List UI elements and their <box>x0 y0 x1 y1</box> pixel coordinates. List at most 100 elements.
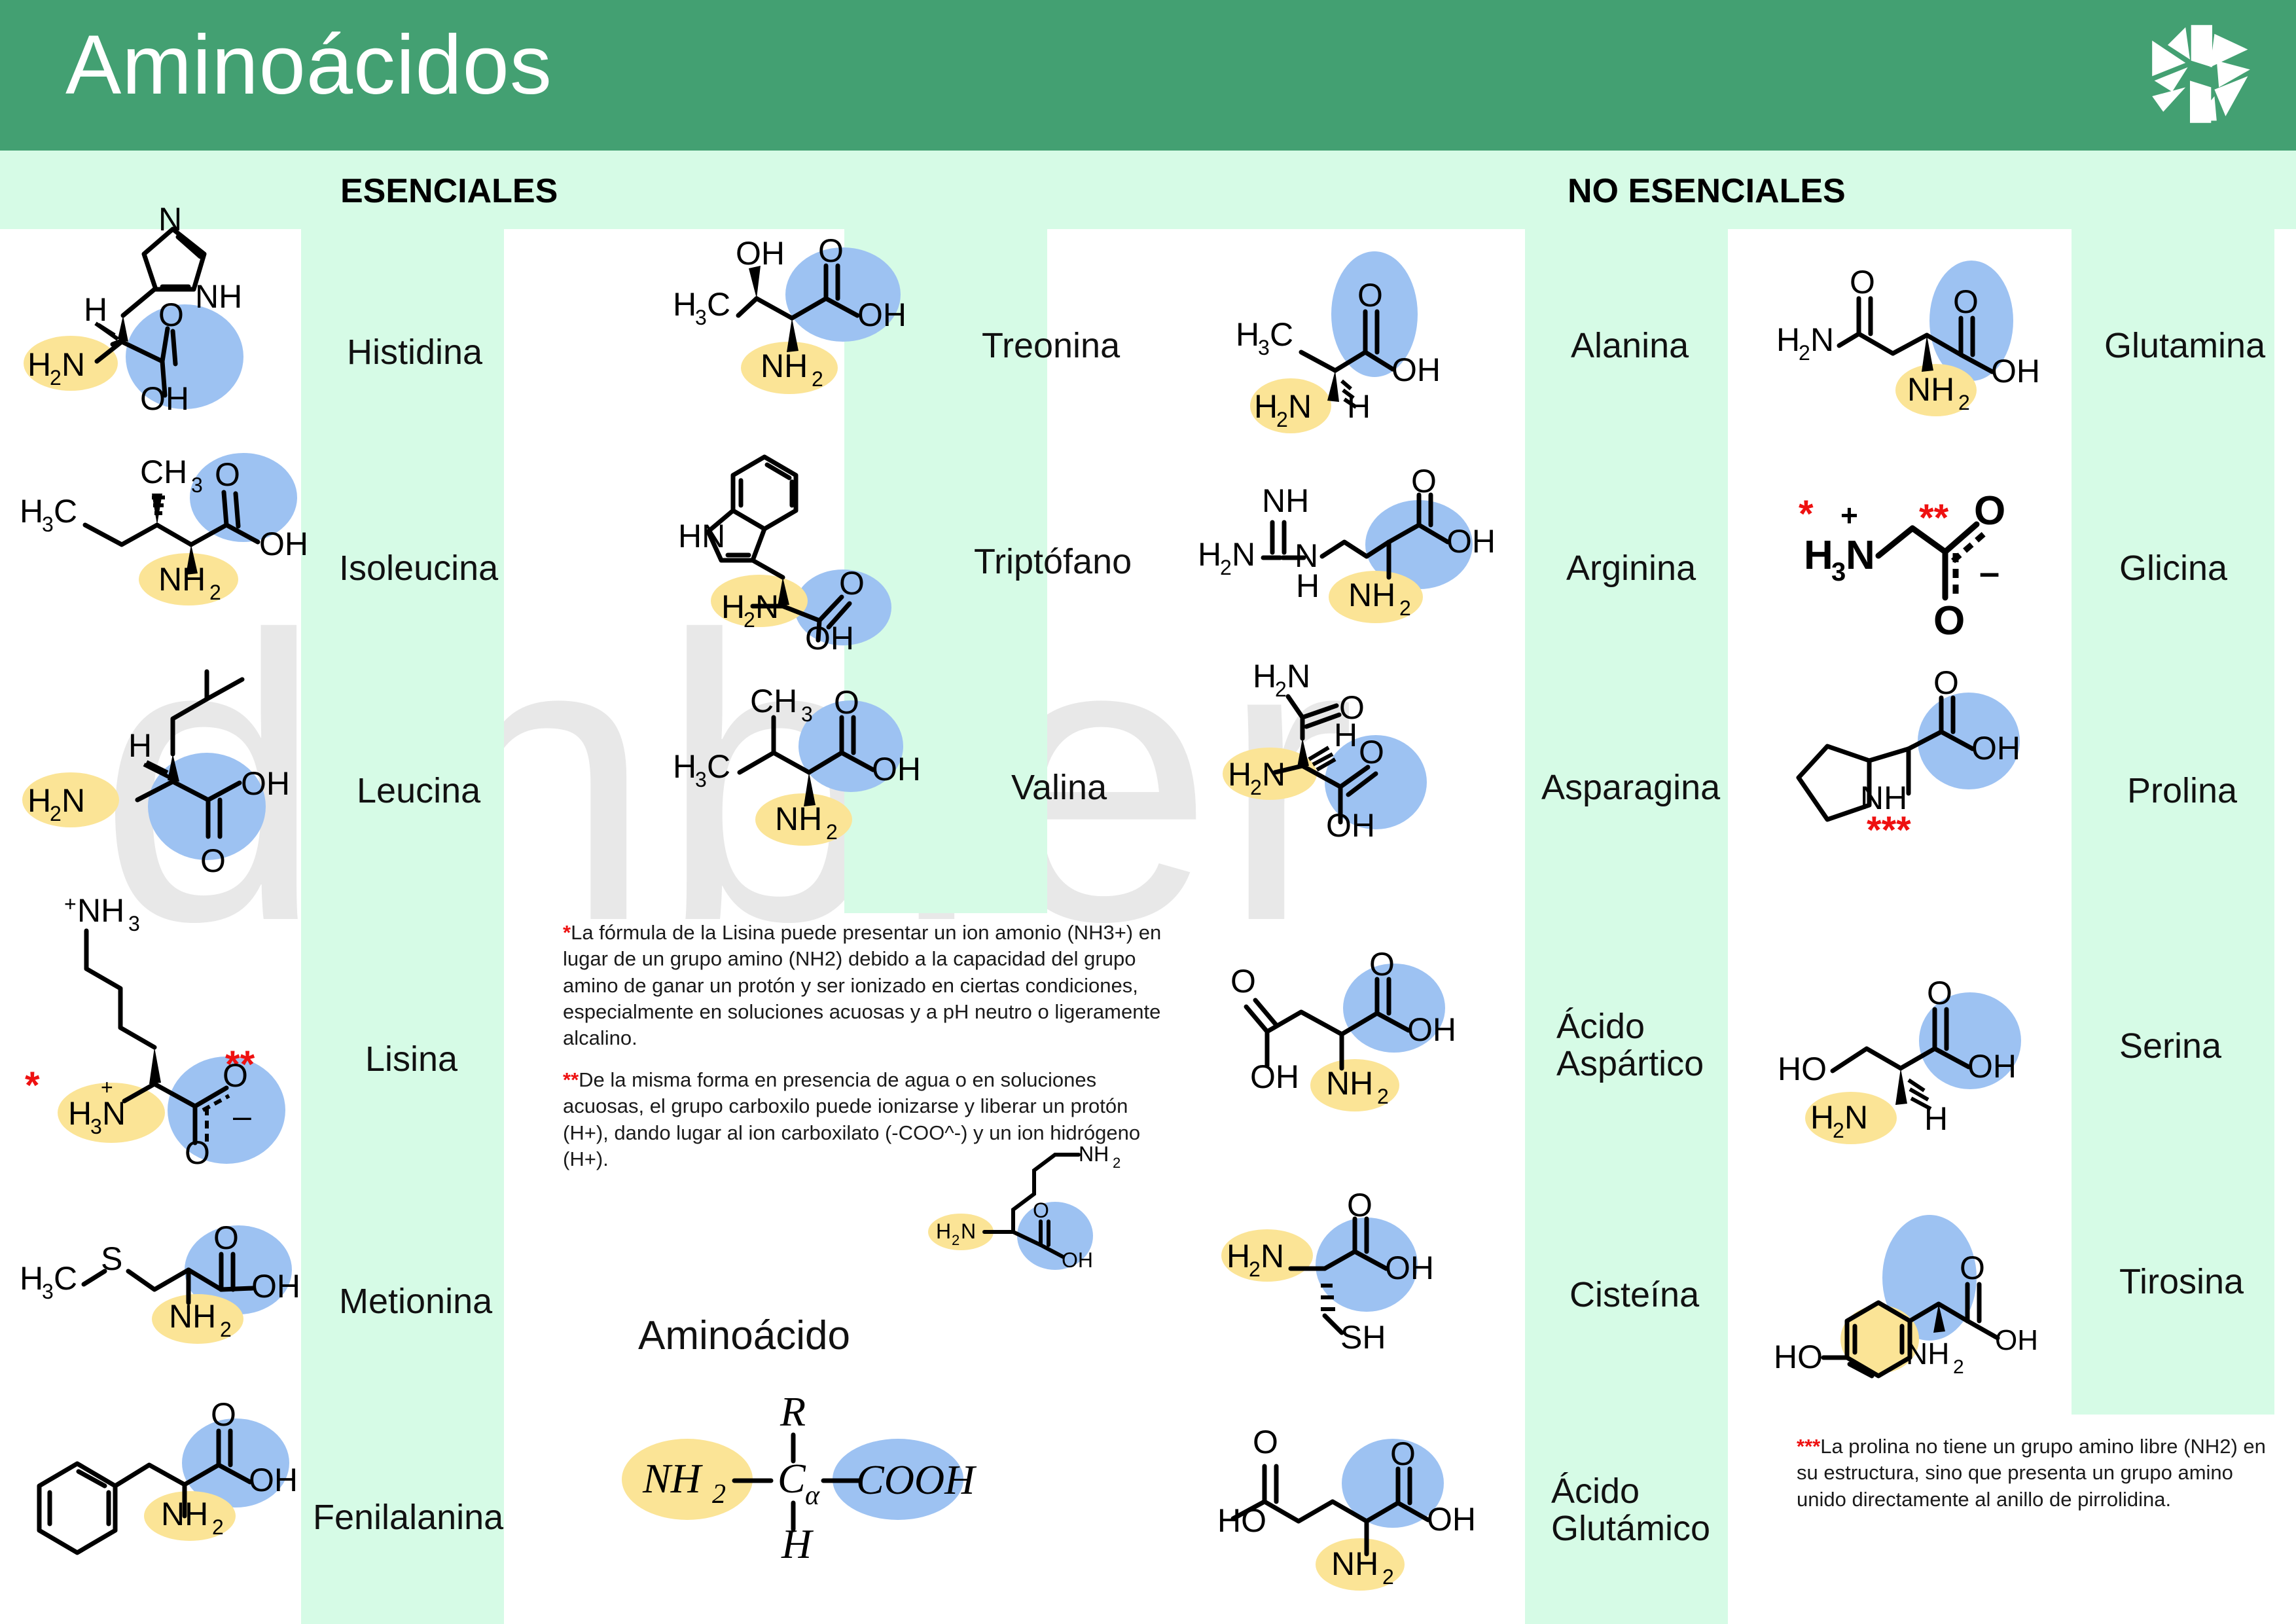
label-stripe-column-1 <box>301 229 504 1624</box>
svg-text:N: N <box>1261 1238 1284 1274</box>
svg-text:CH: CH <box>750 683 797 719</box>
svg-text:NH: NH <box>1348 577 1395 613</box>
generic-aminoacid-diagram: NH 2 C α COOH R H <box>615 1388 977 1567</box>
svg-text:N: N <box>62 346 85 383</box>
footnote-proline: ***La prolina no tiene un grupo amino li… <box>1797 1434 2281 1513</box>
svg-text:OH: OH <box>1967 1048 2017 1085</box>
svg-text:3: 3 <box>801 702 813 726</box>
svg-text:O: O <box>1933 664 1959 701</box>
svg-text:OH: OH <box>1991 353 2040 389</box>
svg-text:**: ** <box>1919 497 1949 539</box>
svg-text:*: * <box>1799 493 1814 535</box>
page-title: Aminoácidos <box>65 18 552 112</box>
svg-text:O: O <box>1974 488 2005 533</box>
svg-text:H: H <box>1254 388 1278 425</box>
svg-text:H: H <box>27 346 51 383</box>
svg-text:O: O <box>1339 689 1365 726</box>
svg-text:OH: OH <box>251 1268 300 1305</box>
svg-text:N: N <box>1295 537 1318 574</box>
footnote-text-3: La prolina no tiene un grupo amino libre… <box>1797 1435 2266 1511</box>
aa-label-prolina: Prolina <box>2127 771 2238 810</box>
svg-text:H: H <box>721 588 745 625</box>
svg-text:N: N <box>1810 321 1834 358</box>
svg-text:H: H <box>1810 1099 1834 1136</box>
structure-prolina: NH O OH *** <box>1767 664 2042 877</box>
section-header-band <box>0 151 2296 229</box>
svg-text:N: N <box>1232 536 1255 573</box>
svg-text:C: C <box>1270 316 1293 353</box>
generic-aminoacid-title: Aminoácido <box>638 1313 850 1358</box>
svg-text:H: H <box>128 727 152 764</box>
svg-text:O: O <box>1953 283 1979 320</box>
svg-text:H: H <box>1804 533 1833 578</box>
svg-text:H: H <box>1296 568 1319 604</box>
svg-text:H: H <box>1776 321 1800 358</box>
svg-text:2: 2 <box>952 1232 960 1248</box>
svg-text:OH: OH <box>1407 1011 1456 1048</box>
svg-text:O: O <box>1253 1424 1278 1460</box>
svg-text:OH: OH <box>805 620 854 657</box>
svg-text:C: C <box>54 493 77 530</box>
svg-text:N: N <box>1287 658 1310 695</box>
svg-text:–: – <box>1979 551 2000 592</box>
aa-label-acido-glutamico: Ácido Glutámico <box>1551 1471 1711 1549</box>
svg-text:OH: OH <box>259 526 308 562</box>
svg-text:CH: CH <box>140 454 187 490</box>
svg-text:H: H <box>673 286 696 323</box>
svg-text:O: O <box>834 684 859 721</box>
svg-text:2: 2 <box>1113 1155 1121 1171</box>
svg-text:HO: HO <box>1217 1502 1266 1539</box>
svg-text:3: 3 <box>42 513 54 536</box>
svg-text:O: O <box>1390 1435 1416 1472</box>
aa-label-histidina: Histidina <box>347 333 483 372</box>
svg-text:2: 2 <box>1250 776 1262 799</box>
svg-text:2: 2 <box>220 1318 232 1341</box>
aa-label-alanina: Alanina <box>1571 326 1689 365</box>
svg-text:*: * <box>25 1064 40 1107</box>
aa-label-metionina: Metionina <box>339 1282 493 1321</box>
svg-text:NH: NH <box>161 1496 208 1532</box>
svg-text:N: N <box>1846 533 1875 578</box>
svg-text:OH: OH <box>241 765 290 802</box>
aa-label-lisina: Lisina <box>365 1039 458 1079</box>
generic-carboxyl-text: COOH <box>856 1456 977 1503</box>
svg-text:3: 3 <box>1258 336 1270 359</box>
svg-text:+: + <box>1840 498 1858 532</box>
svg-text:NH: NH <box>1331 1545 1378 1582</box>
svg-text:α: α <box>805 1481 820 1511</box>
svg-text:O: O <box>1850 264 1875 300</box>
svg-text:OH: OH <box>1062 1248 1093 1272</box>
svg-text:3: 3 <box>695 306 707 329</box>
svg-text:H: H <box>20 493 43 530</box>
svg-text:HN: HN <box>678 518 725 554</box>
svg-text:3: 3 <box>128 912 140 935</box>
svg-text:NH: NH <box>169 1298 216 1335</box>
svg-text:O: O <box>1369 946 1395 983</box>
svg-text:2: 2 <box>1399 596 1411 620</box>
svg-text:***: *** <box>1867 809 1911 852</box>
svg-text:NH: NH <box>1907 371 1954 408</box>
svg-text:NH: NH <box>1906 1337 1949 1371</box>
dinbier-pinwheel-logo <box>2152 25 2250 123</box>
svg-text:2: 2 <box>1276 408 1288 431</box>
svg-text:2: 2 <box>1953 1356 1964 1378</box>
svg-text:3: 3 <box>1831 558 1846 586</box>
svg-text:H: H <box>1227 1238 1250 1274</box>
svg-text:NH: NH <box>158 561 206 598</box>
svg-text:N: N <box>158 201 182 238</box>
aa-label-isoleucina: Isoleucina <box>339 549 499 588</box>
aa-label-treonina: Treonina <box>982 326 1121 365</box>
svg-text:3: 3 <box>90 1115 102 1138</box>
svg-text:C: C <box>707 748 730 785</box>
aa-label-tirosina: Tirosina <box>2119 1262 2244 1301</box>
